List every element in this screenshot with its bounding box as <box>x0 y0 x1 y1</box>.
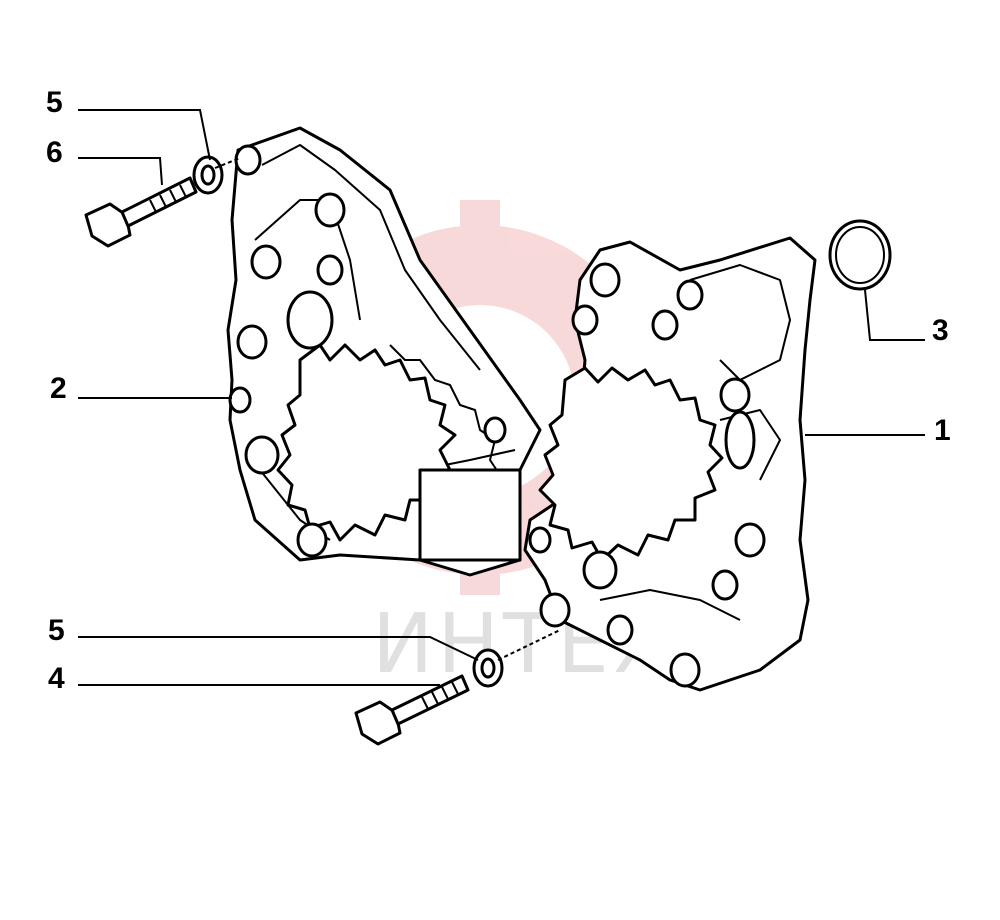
callout-2: 2 <box>50 372 67 405</box>
callout-3: 3 <box>932 314 949 347</box>
leader-lines <box>78 109 925 686</box>
callout-1: 1 <box>934 414 951 447</box>
callout-4: 4 <box>48 662 65 695</box>
part-5-washer-lower <box>472 648 504 688</box>
part-2-cover-plate <box>226 126 542 577</box>
callout-labels: 5 6 2 3 1 5 4 <box>46 86 951 695</box>
part-3-o-ring <box>828 219 892 291</box>
part-4-bolt-lower <box>354 674 470 746</box>
part-6-bolt-upper <box>84 176 198 248</box>
callout-5-lower: 5 <box>48 614 65 647</box>
callout-6: 6 <box>46 136 63 169</box>
callout-5-upper: 5 <box>46 86 63 119</box>
part-1-pump-housing <box>523 236 817 692</box>
part-5-washer-upper <box>192 155 224 195</box>
